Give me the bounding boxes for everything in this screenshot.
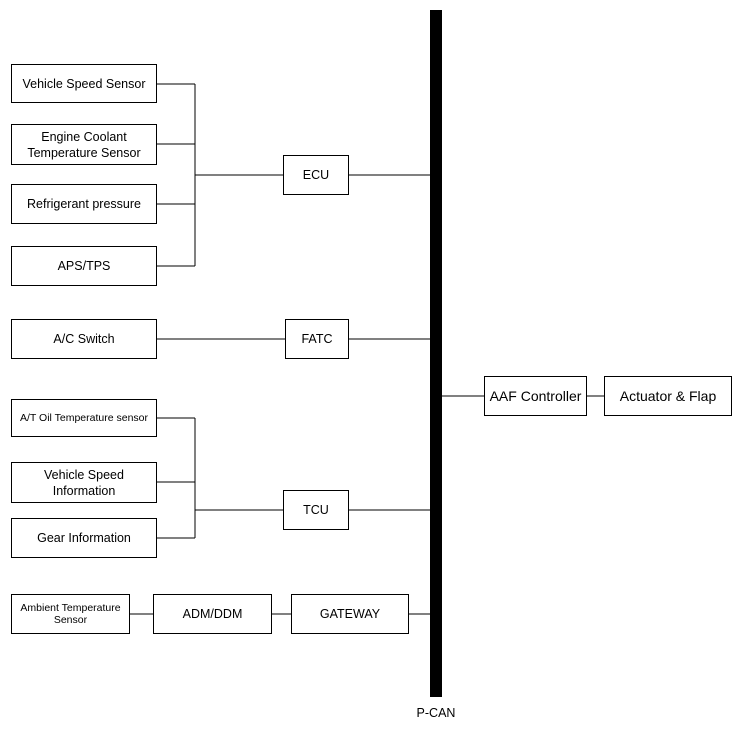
at-oil-temperature-sensor-box: A/T Oil Temperature sensor bbox=[11, 399, 157, 437]
vehicle-speed-information-box: Vehicle Speed Information bbox=[11, 462, 157, 503]
ac-switch-label: A/C Switch bbox=[53, 332, 115, 346]
vehicle-speed-sensor-box: Vehicle Speed Sensor bbox=[11, 64, 157, 103]
gear-information-label: Gear Information bbox=[37, 531, 131, 545]
at-oil-temperature-sensor-label: A/T Oil Temperature sensor bbox=[20, 412, 148, 424]
fatc-label: FATC bbox=[301, 332, 333, 346]
fatc-box: FATC bbox=[285, 319, 349, 359]
vehicle-speed-information-label: Vehicle Speed Information bbox=[44, 467, 124, 498]
gear-information-box: Gear Information bbox=[11, 518, 157, 558]
actuator-flap-label: Actuator & Flap bbox=[619, 388, 717, 404]
engine-coolant-temperature-sensor-label: Engine Coolant Temperature Sensor bbox=[27, 129, 141, 160]
p-can-bus-bar bbox=[430, 10, 442, 697]
actuator-flap-box: Actuator & Flap bbox=[604, 376, 732, 416]
aps-tps-label: APS/TPS bbox=[57, 259, 111, 273]
adm-ddm-box: ADM/DDM bbox=[153, 594, 272, 634]
tcu-label: TCU bbox=[303, 503, 329, 517]
ecu-box: ECU bbox=[283, 155, 349, 195]
aaf-controller-label: AAF Controller bbox=[489, 388, 582, 404]
tcu-box: TCU bbox=[283, 490, 349, 530]
aps-tps-box: APS/TPS bbox=[11, 246, 157, 286]
ac-switch-box: A/C Switch bbox=[11, 319, 157, 359]
engine-coolant-temperature-sensor-box: Engine Coolant Temperature Sensor bbox=[11, 124, 157, 165]
ambient-temperature-sensor-box: Ambient Temperature Sensor bbox=[11, 594, 130, 634]
ambient-temperature-sensor-label: Ambient Temperature Sensor bbox=[20, 602, 121, 626]
aaf-controller-box: AAF Controller bbox=[484, 376, 587, 416]
ecu-label: ECU bbox=[302, 168, 330, 182]
gateway-box: GATEWAY bbox=[291, 594, 409, 634]
adm-ddm-label: ADM/DDM bbox=[182, 607, 243, 621]
p-can-label: P-CAN bbox=[416, 706, 456, 720]
gateway-label: GATEWAY bbox=[319, 607, 381, 621]
vehicle-speed-sensor-label: Vehicle Speed Sensor bbox=[22, 76, 146, 91]
refrigerant-pressure-label: Refrigerant pressure bbox=[27, 197, 141, 211]
refrigerant-pressure-box: Refrigerant pressure bbox=[11, 184, 157, 224]
